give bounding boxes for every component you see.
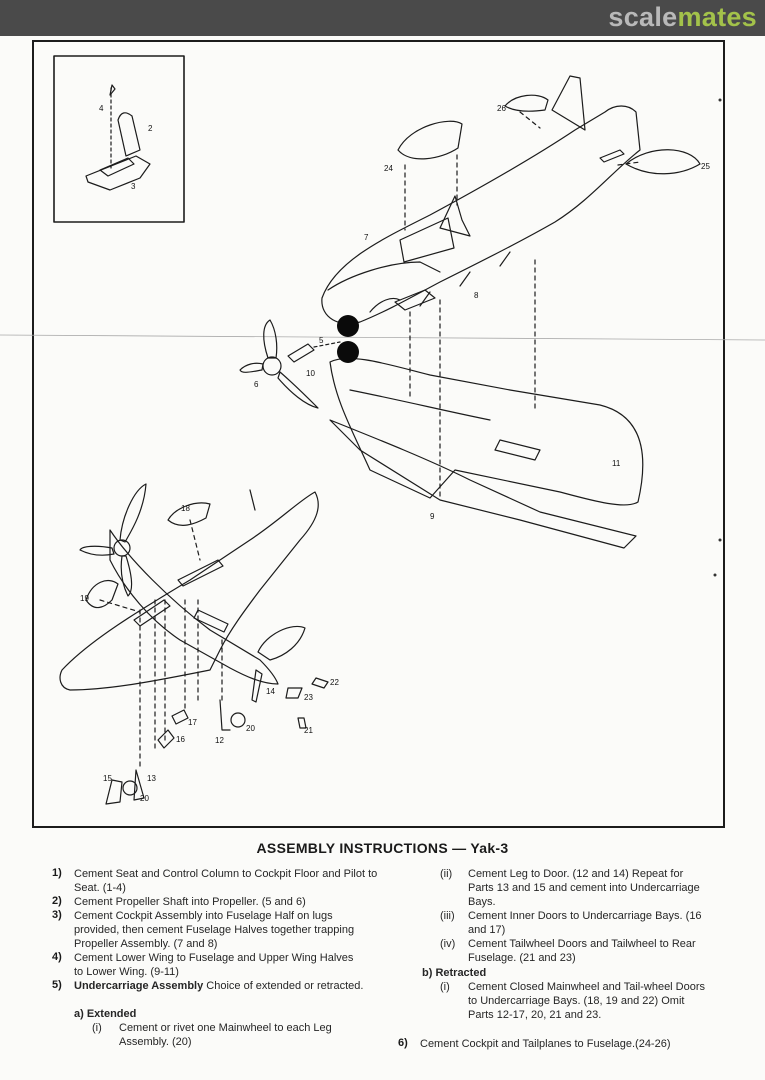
diagram-frame <box>32 40 725 828</box>
part-number: 20 <box>140 794 149 803</box>
part-number: 16 <box>176 735 185 744</box>
step-text: Cement Propeller Shaft into Propeller. (… <box>74 896 306 908</box>
sub-step-text: Cement Leg to Door. (12 and 14) Repeat f… <box>468 868 700 908</box>
scalemates-logo[interactable]: scalemates <box>608 2 757 32</box>
propeller <box>239 319 341 409</box>
step-title: Undercarriage Assembly <box>74 980 204 992</box>
registration-dot <box>718 538 722 542</box>
alignment-dot-lower <box>337 341 359 363</box>
step-text: Cement Lower Wing to Fuselage and Upper … <box>74 952 354 978</box>
part-number: 7 <box>364 233 369 242</box>
step-number: 4) <box>52 951 62 963</box>
step-number: 2) <box>52 895 62 907</box>
part-number: 8 <box>474 291 479 300</box>
part-number: 24 <box>384 164 393 173</box>
sub-step-number: (i) <box>440 981 450 993</box>
extended-label: a) Extended <box>74 1008 137 1020</box>
inset-cockpit-detail <box>53 55 185 223</box>
part-number: 21 <box>304 726 313 735</box>
registration-dot <box>718 98 722 102</box>
part-number: 19 <box>80 594 89 603</box>
page-title: ASSEMBLY INSTRUCTIONS — Yak-3 <box>256 840 509 856</box>
fold-line <box>0 334 765 341</box>
instruction-sheet <box>0 36 765 1080</box>
sub-step-number: (iv) <box>440 938 456 950</box>
part-number: 25 <box>701 162 710 171</box>
step-number: 3) <box>52 909 62 921</box>
sub-step-text: Cement Tailwheel Doors and Tailwheel to … <box>468 938 696 964</box>
part-number: 17 <box>188 718 197 727</box>
step-number: 5) <box>52 979 62 991</box>
part-number: 11 <box>612 459 621 468</box>
part-number: 12 <box>215 736 224 745</box>
part-labels: 2 3 4 5 6 7 8 9 10 11 12 13 14 15 16 17 … <box>80 104 710 803</box>
step-number: 1) <box>52 867 62 879</box>
sub-step-text: Cement Closed Mainwheel and Tail-wheel D… <box>468 981 706 1021</box>
step-text: Cement Seat and Control Column to Cockpi… <box>74 868 378 894</box>
part-number: 9 <box>430 512 435 521</box>
wing-assembly <box>329 259 644 549</box>
step-text-rest: Choice of extended or retracted. <box>203 980 364 992</box>
part-number: 26 <box>497 104 506 113</box>
part-number: 20 <box>246 724 255 733</box>
part-number: 3 <box>131 182 136 191</box>
step-text: Undercarriage Assembly Choice of extende… <box>74 979 364 993</box>
part-number: 14 <box>266 687 275 696</box>
logo-part-mates: mates <box>677 2 757 32</box>
part-number: 6 <box>254 380 259 389</box>
registration-dot <box>713 573 717 577</box>
sub-step-text: Cement Inner Doors to Undercarriage Bays… <box>468 910 702 936</box>
step-text: Cement Cockpit and Tailplanes to Fuselag… <box>420 1038 671 1050</box>
step-text: Cement Cockpit Assembly into Fuselage Ha… <box>74 910 355 950</box>
alignment-dot-upper <box>337 315 359 337</box>
part-number: 13 <box>147 774 156 783</box>
undercarriage-view <box>59 483 329 805</box>
sub-step-number: (iii) <box>440 910 455 922</box>
part-number: 10 <box>306 369 315 378</box>
part-number: 23 <box>304 693 313 702</box>
sub-step-number: (ii) <box>440 868 453 880</box>
part-number: 18 <box>181 504 190 513</box>
part-number: 22 <box>330 678 339 687</box>
step-number: 6) <box>398 1037 408 1049</box>
top-bar: scalemates <box>0 0 765 36</box>
logo-part-scale: scale <box>608 2 678 32</box>
part-number: 5 <box>319 336 324 345</box>
fuselage-assembly <box>321 75 701 325</box>
part-number: 15 <box>103 774 112 783</box>
part-number: 2 <box>148 124 153 133</box>
part-number: 4 <box>99 104 104 113</box>
retracted-label: b) Retracted <box>422 967 487 979</box>
sub-step-text: Cement or rivet one Mainwheel to each Le… <box>119 1022 332 1048</box>
sub-step-number: (i) <box>92 1022 102 1034</box>
